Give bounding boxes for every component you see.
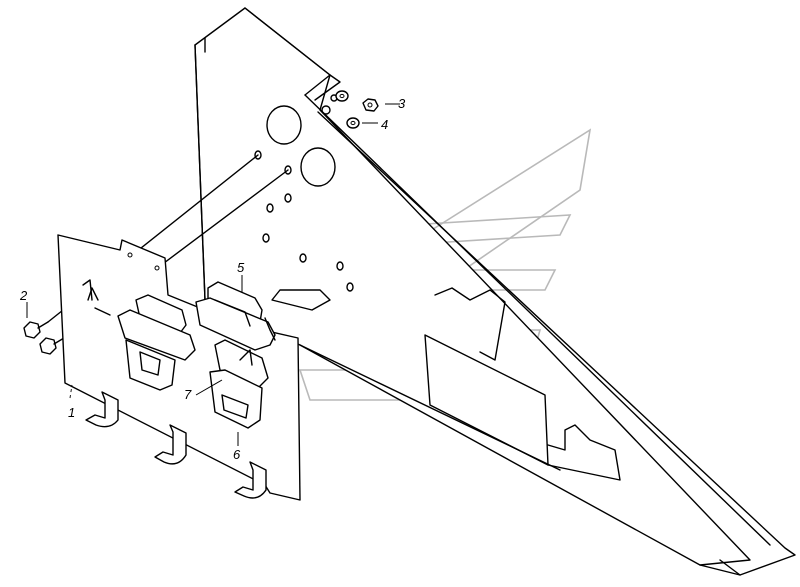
callout-3: 3: [398, 96, 406, 111]
nut-3: [362, 98, 379, 112]
hook-middle: [154, 424, 187, 465]
callout-7: 7: [184, 387, 192, 402]
leader-lines: [26, 103, 400, 446]
bracket-hole-large-upper: [266, 105, 302, 145]
callout-2: 2: [19, 288, 28, 303]
connector-left: [117, 294, 196, 391]
connector-6: [209, 339, 269, 429]
bolt-2-upper: [23, 321, 49, 339]
callout-4: 4: [381, 117, 388, 132]
bracket-hole-large-lower: [300, 147, 336, 187]
bolt-2-lower: [39, 337, 65, 355]
callout-1: 1: [68, 405, 75, 420]
nut-4: [346, 117, 360, 129]
callout-6: 6: [233, 447, 241, 462]
hook-right: [234, 461, 267, 499]
hook-left: [85, 391, 119, 428]
callout-5: 5: [237, 260, 245, 275]
bracket-slot: [271, 289, 331, 311]
connector-5: [195, 281, 276, 351]
washer-3a: [335, 90, 349, 102]
